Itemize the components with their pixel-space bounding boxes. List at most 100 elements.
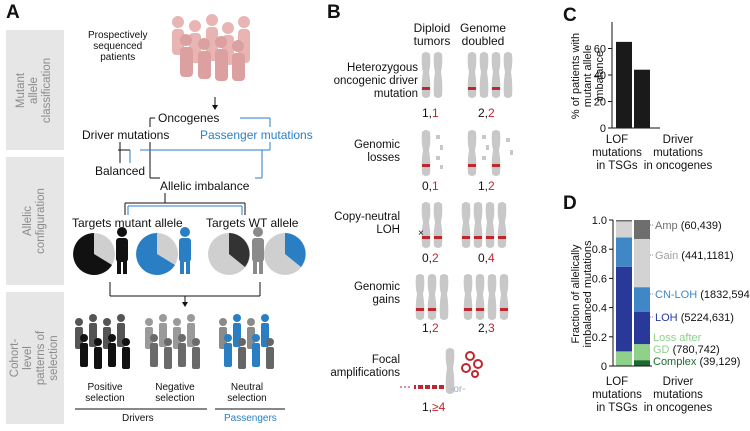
oncogenes-label: Oncogenes — [158, 111, 220, 125]
y-axis-label: Fraction of allelicallyimbalanced mutati… — [570, 240, 594, 348]
patients-crowd-icon — [172, 14, 250, 81]
panel-letter-b: B — [327, 2, 341, 23]
pie-mutant-blue-icon — [136, 233, 178, 275]
y-axis-label: % of patients withmutant alleleimbalance — [570, 33, 606, 119]
neutral-selection-crowd-icon — [219, 314, 274, 369]
row-label-genomic-losses: Genomic losses — [340, 139, 400, 165]
stacked-segment — [616, 237, 632, 267]
stacked-segment — [634, 344, 650, 361]
panel-letter-c: C — [563, 5, 577, 26]
patients-label-line: Prospectively — [88, 30, 148, 41]
row-label-genomic-gains: Genomic gains — [340, 281, 400, 307]
allele-count: 0,2 — [422, 251, 439, 265]
count-red: 1 — [432, 179, 439, 193]
stacked-segment — [634, 311, 650, 345]
legend-label: Gain (441,1181) — [655, 250, 734, 262]
header-line: tumors — [413, 34, 451, 48]
neutral-selection-label: Neutral selection — [222, 382, 272, 404]
stacked-segment — [634, 287, 650, 312]
count-black: 1, — [422, 400, 433, 414]
positive-selection-crowd-icon — [75, 314, 130, 369]
chromosome-icon — [415, 274, 425, 320]
chromosome-fragments-icon — [482, 135, 489, 160]
row-label-line: mutation — [373, 88, 418, 100]
count-red: 1 — [432, 106, 439, 120]
allele-count: 2,2 — [478, 106, 495, 120]
allele-count: 0,4 — [478, 251, 495, 265]
count-red: 2 — [432, 251, 439, 265]
label-line: Positive — [87, 382, 123, 393]
row-label-focal-amplifications: Focal amplifications — [325, 354, 400, 380]
patients-label-line: patients — [100, 52, 136, 63]
chromosome-icon — [473, 202, 483, 248]
allele-count: 1,2 — [422, 321, 439, 335]
y-tick-label: 1.0 — [592, 215, 607, 227]
y-tick-label: 0 — [601, 361, 607, 373]
chromosome-icon — [421, 130, 431, 176]
count-black: 2, — [478, 321, 489, 335]
pie-wt-loss-icon — [208, 233, 250, 275]
col-header-diploid: Diploid tumors — [407, 22, 457, 48]
legend-label: Loss after — [653, 332, 702, 344]
pie-mutant-loss-icon — [73, 233, 115, 275]
header-line: doubled — [461, 34, 505, 48]
targets-wt-label: Targets WT allele — [206, 216, 299, 230]
bar — [634, 69, 650, 128]
row-label-line: losses — [367, 152, 400, 164]
chromosome-icon — [491, 52, 501, 98]
stacked-segment — [616, 220, 632, 222]
panel-letter-a: A — [6, 2, 20, 23]
chromosome-fragments-icon — [436, 135, 443, 169]
label-line: selection — [85, 393, 125, 404]
row-label-cn-loh: Copy-neutral LOH — [332, 211, 400, 237]
chromosome-icon — [485, 202, 495, 248]
patients-label-line: sequenced — [93, 41, 143, 52]
label-line: selection — [155, 393, 195, 404]
drivers-label: Drivers — [122, 413, 154, 424]
extrachromosomal-dna-icon — [461, 351, 483, 378]
row-label-line: Heterozygous — [347, 62, 418, 74]
chromosome-icon — [475, 274, 485, 320]
legend-label: Complex (39,129) — [653, 356, 740, 368]
stacked-segment — [634, 220, 650, 239]
count-red: 2 — [488, 179, 495, 193]
stacked-segment — [634, 238, 650, 288]
passenger-mutations-label: Passenger mutations — [200, 128, 313, 142]
positive-selection-label: Positive selection — [82, 382, 128, 404]
row-label-line: Genomic — [353, 281, 400, 293]
chromosome-icon — [497, 202, 507, 248]
pie-wt-blue-icon — [264, 233, 306, 275]
y-tick-label: 60 — [594, 44, 606, 56]
person-black-icon — [116, 227, 128, 274]
chromosome-icon — [499, 274, 509, 320]
count-black: 0, — [422, 179, 433, 193]
header-line: Genome — [459, 21, 507, 35]
negative-selection-label: Negative selection — [150, 382, 200, 404]
legend-label: GD (780,742) — [653, 344, 720, 356]
col-header-genome-doubled: Genome doubled — [455, 22, 511, 48]
row-label-heterozygous: Heterozygous oncogenic driver mutation — [332, 62, 418, 101]
y-tick-label: 0.2 — [592, 332, 607, 344]
or-label: -or- — [450, 384, 466, 395]
y-tick-label: 0.8 — [592, 244, 607, 256]
allele-count: 1,2 — [478, 179, 495, 193]
stacked-segment — [634, 360, 650, 366]
tandem-amplification-icon — [400, 385, 444, 389]
label-line: Neutral — [230, 382, 264, 393]
bar — [616, 41, 632, 128]
row-label-line: amplifications — [330, 367, 400, 379]
row-label-line: oncogenic driver — [333, 75, 418, 87]
stacked-segment — [616, 221, 632, 238]
patients-label: Prospectively sequenced patients — [88, 30, 147, 63]
y-tick-label: 0.4 — [592, 303, 607, 315]
count-red: ≥4 — [432, 400, 446, 414]
sidebar-mutant-allele-classification: Mutant allele classification — [6, 30, 64, 150]
cross-icon: × — [418, 228, 424, 239]
chromosome-icon — [463, 274, 473, 320]
passengers-label: Passengers — [224, 413, 277, 424]
sidebar-cohort-level-selection: Cohort-level patterns of selection — [6, 292, 64, 424]
count-red: 3 — [488, 321, 495, 335]
